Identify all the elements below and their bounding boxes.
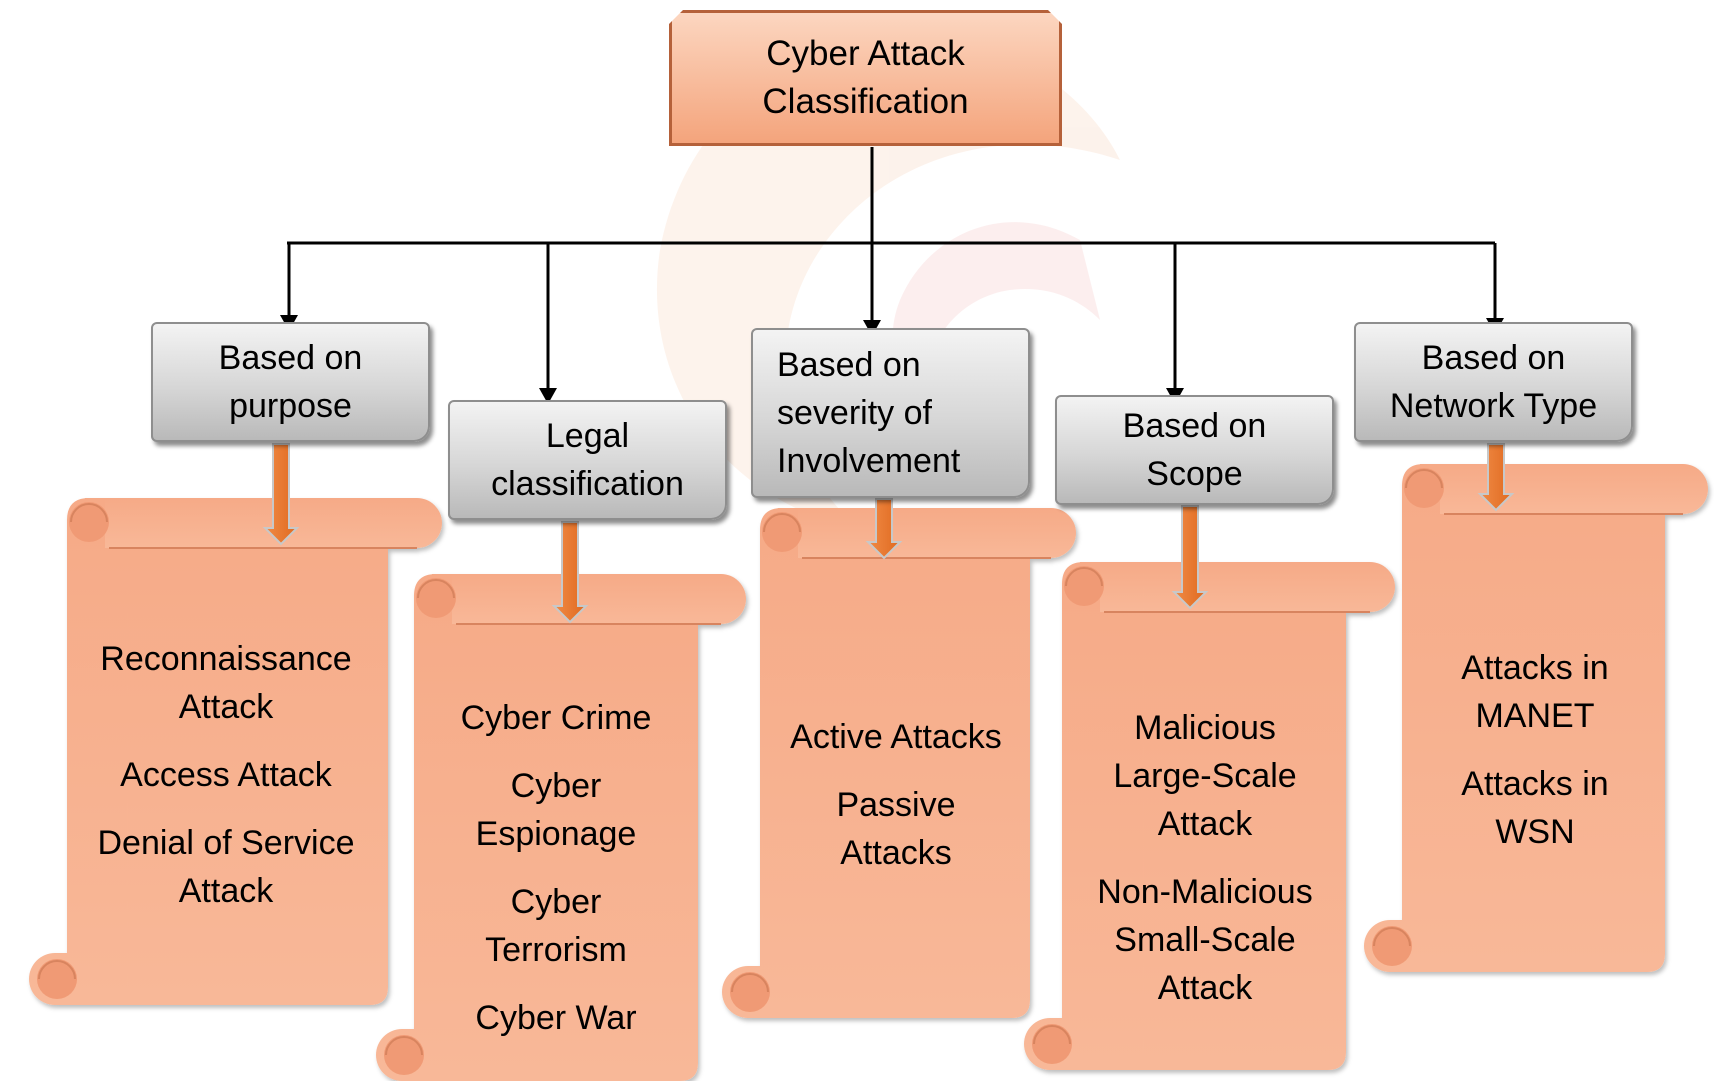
- scroll-curl-top: [416, 578, 456, 618]
- category-legal-label: Legal classification: [491, 417, 684, 503]
- scroll-top-roll: [1420, 464, 1708, 514]
- category-severity-label: Based on severity of Involvement: [777, 346, 961, 480]
- down-arrow-icon-purpose: [262, 443, 300, 546]
- scroll-list-legal: Cyber Crime Cyber Espionage Cyber Terror…: [420, 678, 692, 1058]
- category-severity: Based on severity of Involvement: [751, 328, 1030, 498]
- scroll-curl-bottom: [1372, 926, 1412, 966]
- scroll-curl-bottom: [384, 1035, 424, 1075]
- scroll-curl-top-edge: [1065, 567, 1103, 587]
- scroll-top-roll: [85, 498, 442, 548]
- scroll-list-scope: Malicious Large-Scale Attack Non-Malicio…: [1070, 682, 1340, 1034]
- down-arrow-icon-legal: [551, 521, 589, 624]
- scroll-curl-bottom-edge: [1373, 927, 1411, 947]
- tree-connectors: [287, 147, 1497, 388]
- root-label: Cyber Attack Classification: [762, 34, 969, 121]
- list-item: Non-Malicious Small-Scale Attack: [1097, 873, 1313, 1007]
- category-network-type: Based on Network Type: [1354, 322, 1633, 442]
- list-item: Cyber War: [475, 999, 637, 1037]
- scroll-severity: [722, 508, 1076, 1018]
- scroll-scope: [1024, 562, 1395, 1070]
- scroll-curl-top: [1404, 468, 1444, 508]
- scroll-body: [1024, 562, 1346, 1070]
- scroll-curl-top: [1064, 566, 1104, 606]
- list-item: Cyber Crime: [460, 699, 652, 737]
- list-item: Denial of Service Attack: [97, 824, 355, 910]
- scrolls-layer: [29, 464, 1708, 1081]
- category-scope-label: Based on Scope: [1122, 407, 1267, 493]
- category-purpose-label: Based on purpose: [218, 339, 363, 425]
- scroll-curl-top: [762, 512, 802, 552]
- list-item: Attacks in MANET: [1461, 649, 1609, 735]
- scroll-curl-bottom: [730, 972, 770, 1012]
- scroll-curl-top-edge: [417, 579, 455, 599]
- scroll-top-roll: [432, 574, 746, 624]
- scroll-curl-bottom-edge: [385, 1036, 423, 1056]
- list-item: Cyber Terrorism: [485, 883, 627, 969]
- down-arrow-icon-network-type: [1477, 443, 1515, 512]
- category-scope: Based on Scope: [1055, 395, 1334, 505]
- scroll-curl-top-edge: [1405, 469, 1443, 489]
- orange-arrows-layer: [262, 443, 1515, 624]
- arrowhead-icon: [539, 388, 557, 404]
- list-item: Passive Attacks: [836, 786, 956, 872]
- scroll-list-purpose: Reconnaissance Attack Access Attack Deni…: [70, 600, 382, 950]
- scroll-body: [29, 498, 388, 1005]
- scroll-body: [376, 574, 698, 1081]
- scroll-curl-top-edge: [763, 513, 801, 533]
- scroll-body: [1364, 464, 1665, 972]
- list-item: Malicious Large-Scale Attack: [1113, 709, 1297, 843]
- scroll-body: [722, 508, 1030, 1018]
- list-item: Active Attacks: [790, 718, 1002, 756]
- scroll-list-severity: Active Attacks Passive Attacks: [770, 650, 1022, 940]
- scroll-top-roll: [1080, 562, 1395, 612]
- scroll-curl-bottom-edge: [731, 973, 769, 993]
- list-item: Attacks in WSN: [1461, 765, 1609, 851]
- category-legal: Legal classification: [448, 400, 727, 520]
- scroll-top-roll: [778, 508, 1076, 558]
- category-network-type-label: Based on Network Type: [1389, 339, 1598, 425]
- root-node: Cyber Attack Classification: [669, 10, 1062, 146]
- scroll-purpose: [29, 498, 442, 1005]
- list-item: Access Attack: [120, 756, 332, 794]
- down-arrow-icon-severity: [865, 498, 903, 560]
- down-arrow-icon-scope: [1171, 505, 1209, 610]
- scroll-legal: [376, 574, 746, 1081]
- list-item: Cyber Espionage: [475, 767, 637, 853]
- category-purpose: Based on purpose: [151, 322, 430, 442]
- scroll-curl-top: [69, 502, 109, 542]
- scroll-list-network-type: Attacks in MANET Attacks in WSN: [1400, 620, 1670, 880]
- scroll-curl-bottom: [1032, 1024, 1072, 1064]
- list-item: Reconnaissance Attack: [100, 640, 352, 726]
- scroll-curl-bottom-edge: [38, 960, 76, 980]
- scroll-curl-bottom-edge: [1033, 1025, 1071, 1045]
- scroll-curl-top-edge: [70, 503, 108, 523]
- scroll-curl-bottom: [37, 959, 77, 999]
